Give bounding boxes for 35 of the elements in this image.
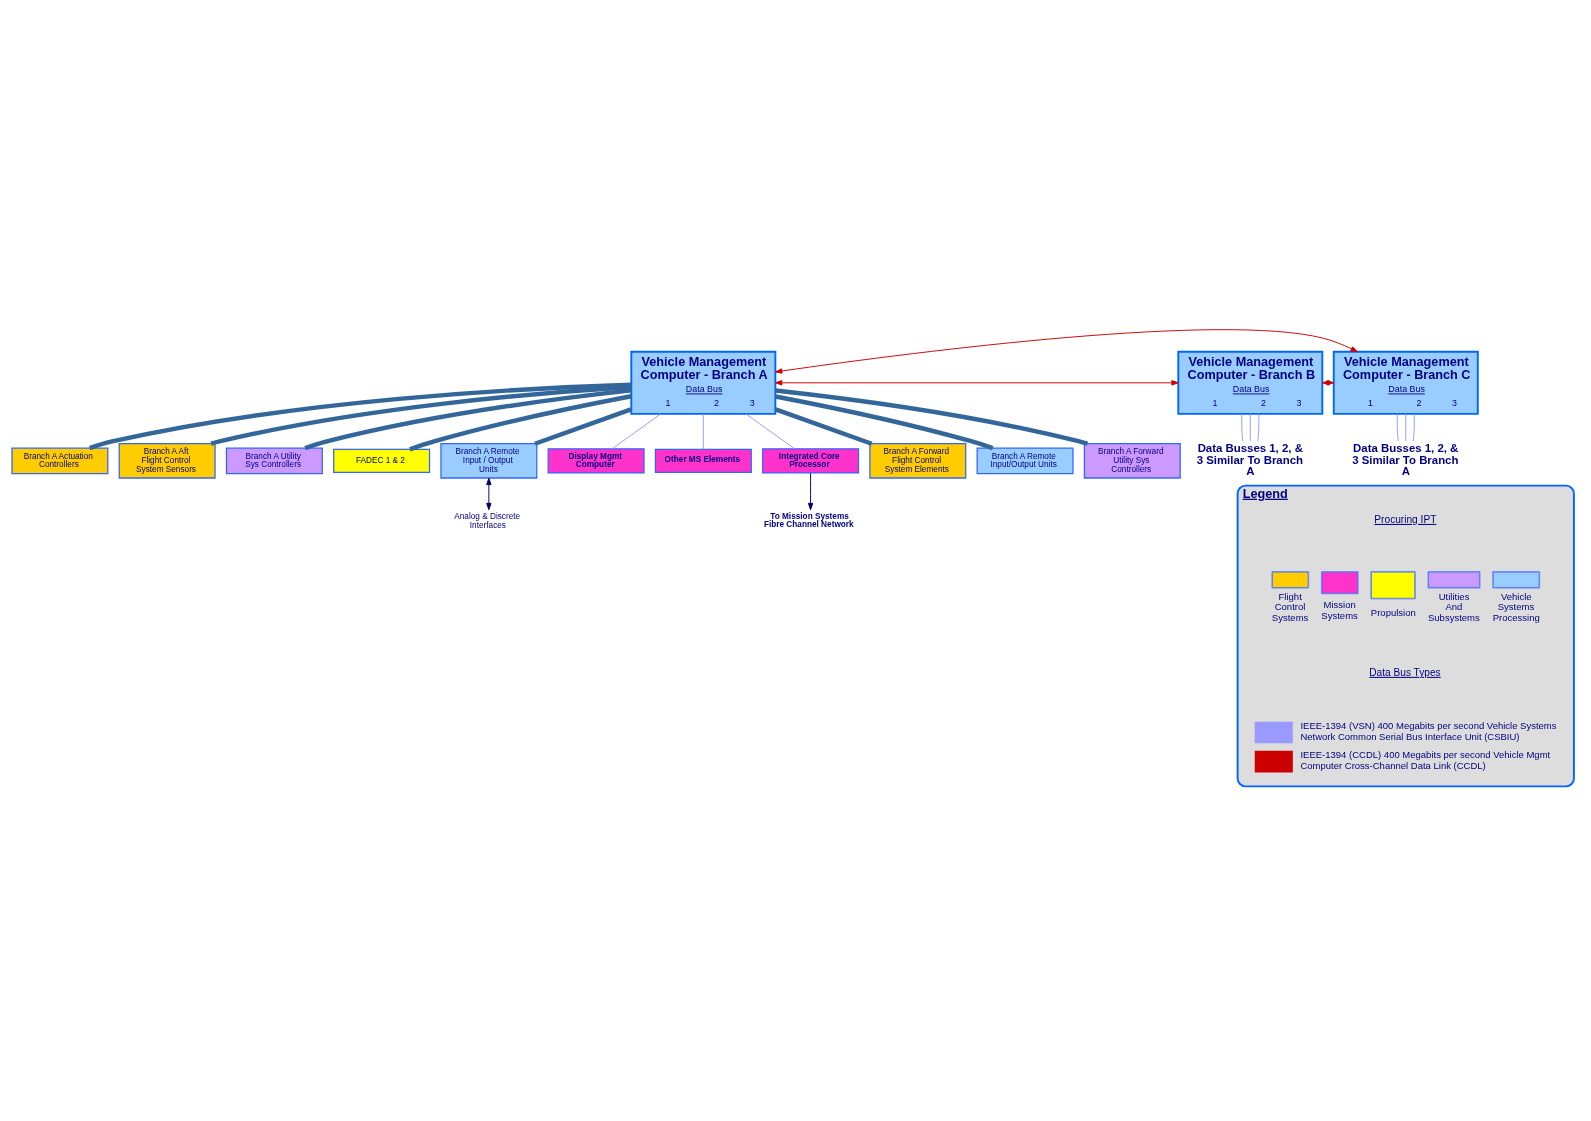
- legend-label: Propulsion: [1370, 606, 1416, 618]
- arrow: [486, 477, 492, 511]
- node-text: Data Busses 1, 2, & 3 Similar To Branch A: [1196, 442, 1303, 478]
- label: Data Bus Types: [1369, 666, 1441, 678]
- node-box: Vehicle Management Computer - Branch C Data Bus 1 2 3: [1332, 350, 1479, 415]
- connector: [1405, 413, 1407, 442]
- legend-label: IEEE-1394 (CCDL) 400 Megabits per second Vehicle Mgmt Computer Cross-Channel Data Link (CCDL): [1300, 749, 1551, 772]
- connector: [745, 413, 795, 450]
- connector: [1257, 413, 1260, 442]
- arrow: [774, 380, 1179, 386]
- arrow: [775, 329, 1358, 374]
- connector: [611, 413, 662, 450]
- legend-label: Flight Control Systems: [1271, 590, 1309, 624]
- legend-label: Vehicle Systems Processing: [1492, 590, 1540, 624]
- connector: [775, 394, 994, 451]
- connector: [1396, 413, 1399, 442]
- connector: [1412, 413, 1415, 442]
- connector: [534, 407, 632, 446]
- connector: [702, 413, 704, 450]
- connector: [304, 388, 632, 451]
- connector: [88, 382, 632, 451]
- arrow: [807, 472, 814, 511]
- connector: [774, 407, 873, 446]
- label: Procuring IPT: [1374, 513, 1437, 525]
- node-text: Data Busses 1, 2, & 3 Similar To Branch A: [1352, 442, 1459, 478]
- node-box: Vehicle Management Computer - Branch B Data Bus 1 2 3: [1177, 350, 1324, 415]
- connector: [210, 384, 632, 446]
- legend-label: Utilities And Subsystems: [1427, 590, 1480, 624]
- connector: [409, 394, 632, 452]
- connector: [1249, 413, 1251, 442]
- connector: [775, 388, 1089, 446]
- legend-label: Mission Systems: [1321, 598, 1358, 621]
- connector: [1241, 413, 1244, 442]
- legend-label: IEEE-1394 (VSN) 400 Megabits per second Vehicle Systems Network Common Serial Bus Interface Unit (CSBIU): [1300, 720, 1557, 743]
- node-box: Vehicle Management Computer - Branch A Data Bus 1 2 3: [630, 350, 777, 415]
